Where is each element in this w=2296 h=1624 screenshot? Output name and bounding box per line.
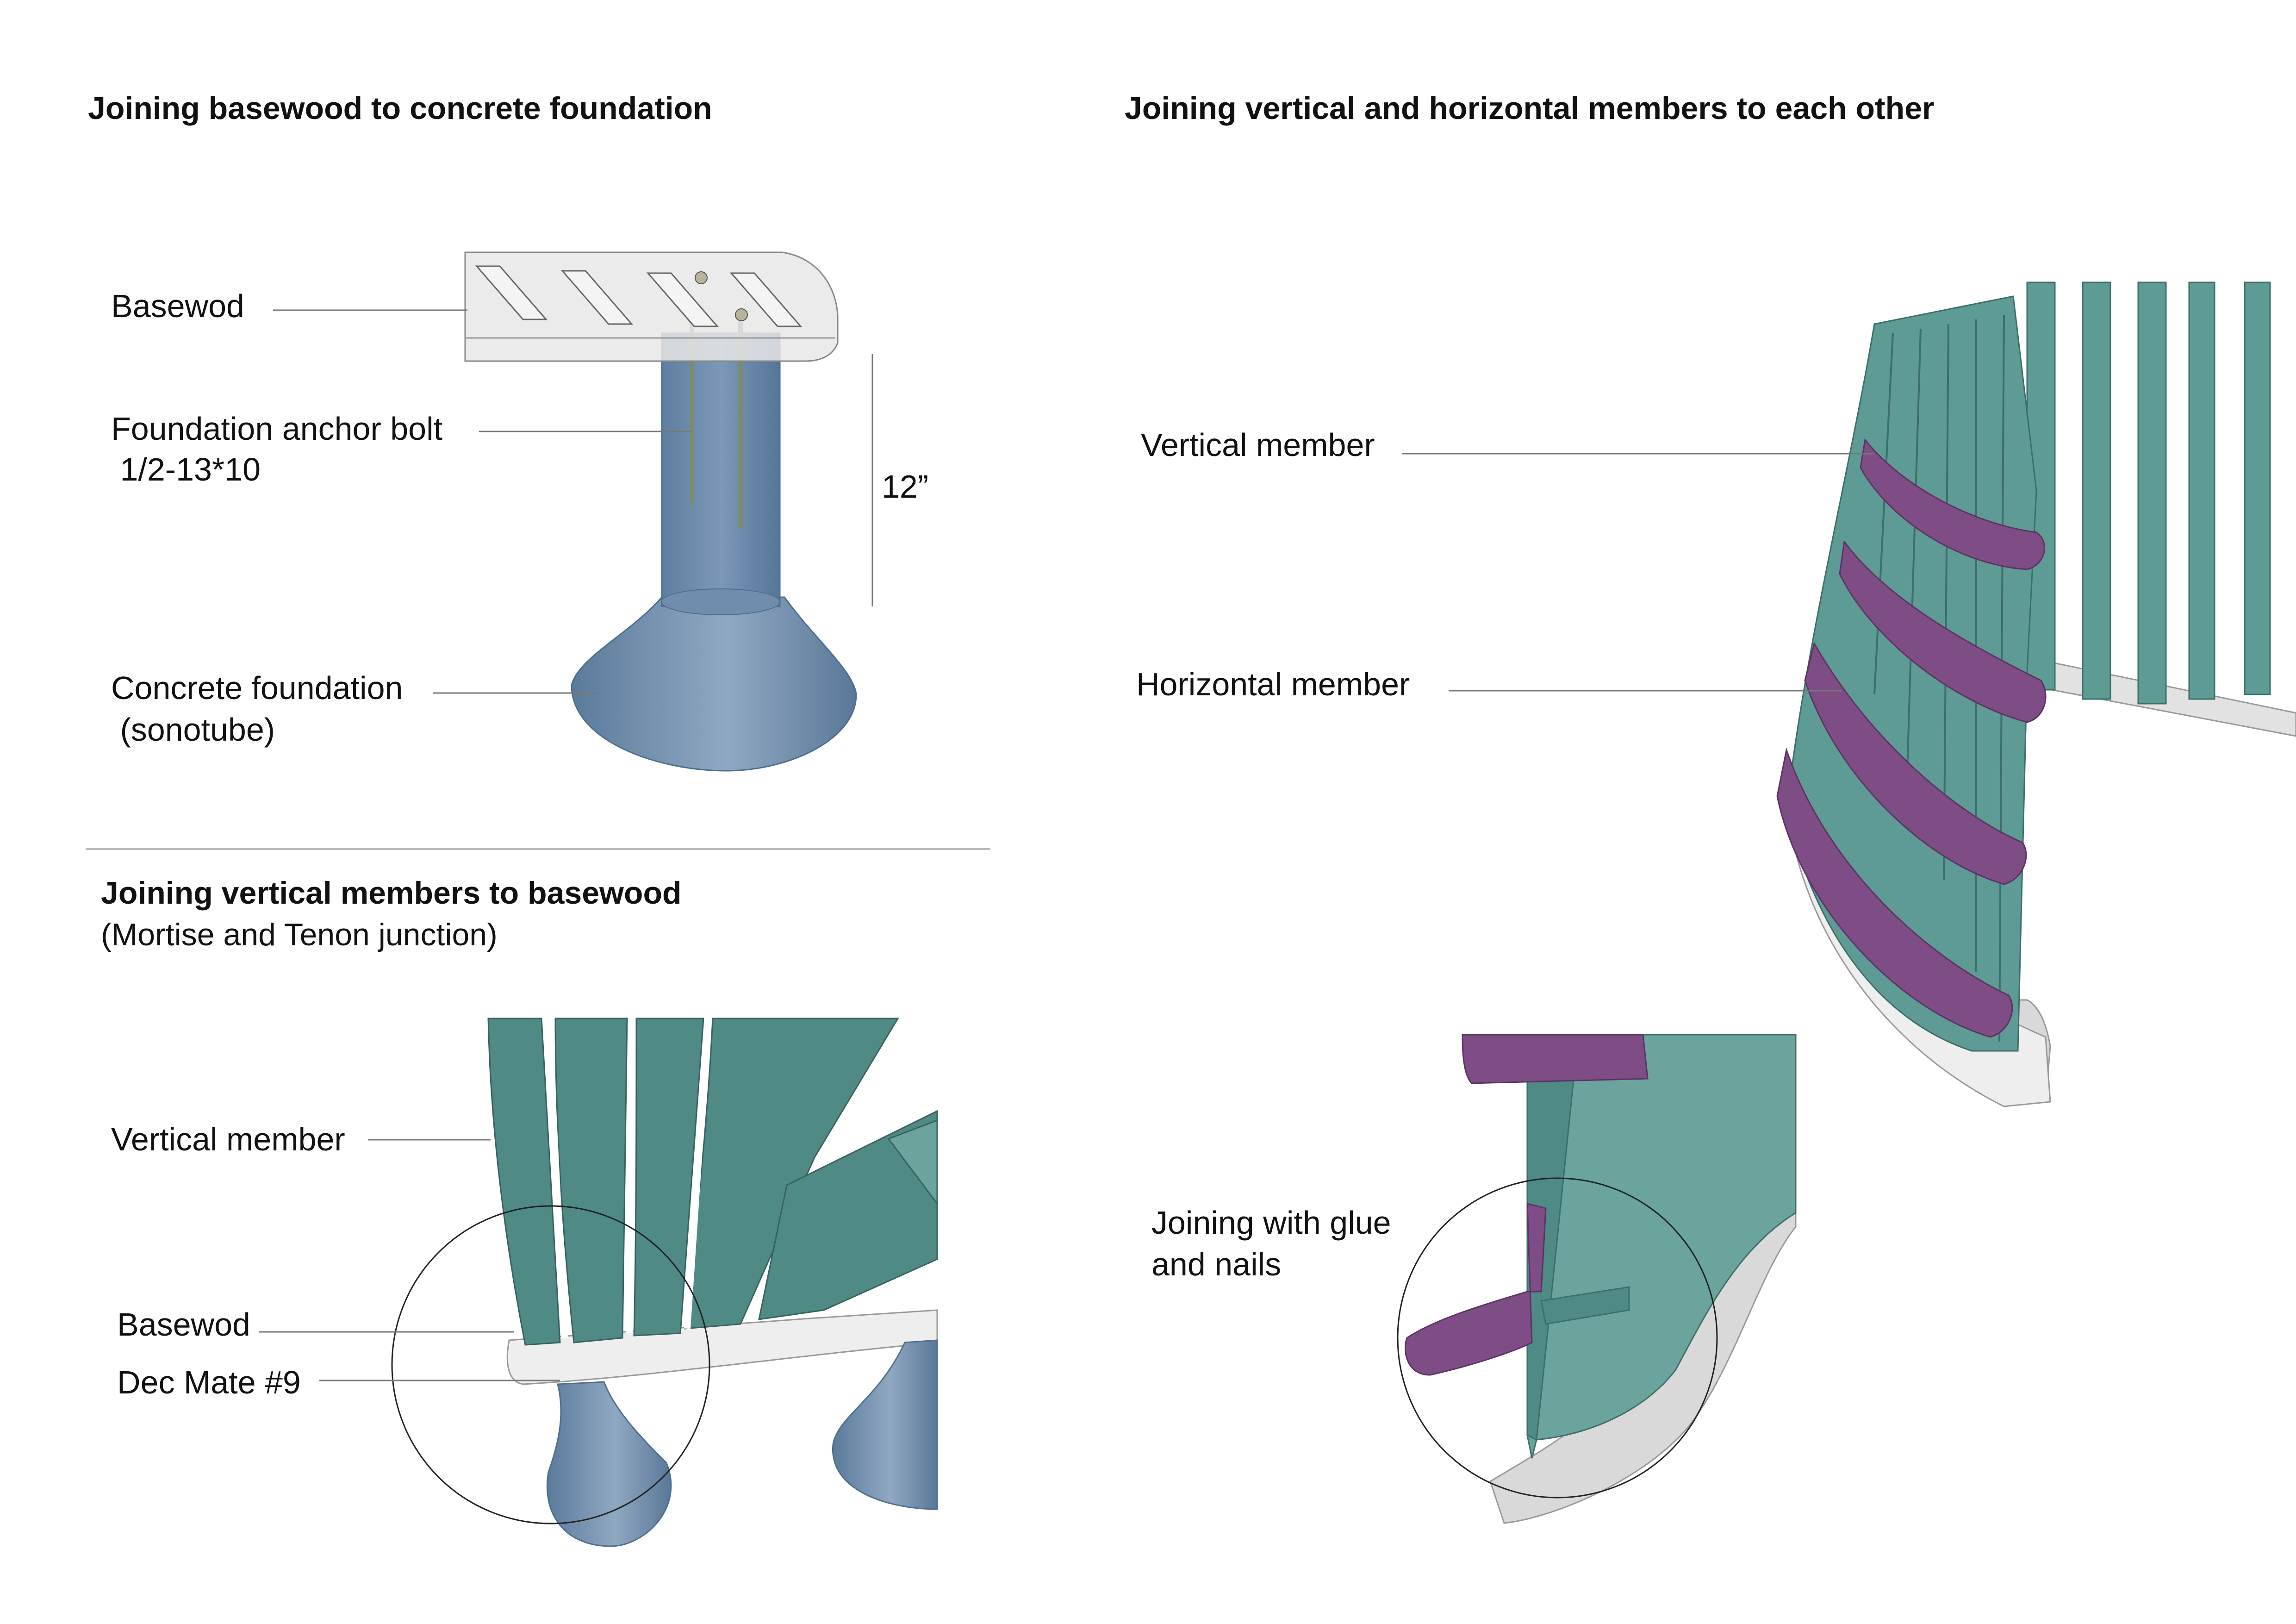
mortise-drawing: [259, 1018, 938, 1547]
vertical-members: [487, 1018, 938, 1346]
concrete-column: [661, 332, 781, 607]
concrete-cone: [571, 596, 857, 772]
label-glue: Joining with glue: [1151, 1205, 1391, 1241]
mortise-slots: [475, 265, 803, 327]
concrete-column: [832, 1339, 938, 1510]
label-basewood: Basewod: [117, 1306, 250, 1343]
label-anchor-bolt: Foundation anchor bolt: [111, 411, 443, 447]
mortise-title: Joining vertical members to basewood: [101, 875, 682, 911]
label-anchor-bolt-size: 1/2-13*10: [111, 451, 261, 487]
foundation-title: Joining basewood to concrete foundation: [88, 91, 712, 126]
label-vertical-member: Vertical member: [1141, 427, 1375, 463]
detail-circle: [391, 1205, 710, 1524]
horizontal-members: [1776, 438, 2047, 1038]
label-basewood: Basewod: [111, 288, 244, 324]
label-horizontal-member: Horizontal member: [1136, 666, 1410, 702]
label-sonotube: (sonotube): [111, 712, 275, 748]
back-vertical-members: [2026, 281, 2271, 705]
mortise-subtitle: (Mortise and Tenon junction): [101, 917, 498, 952]
label-decmate: Dec Mate #9: [117, 1364, 301, 1400]
detail-circle: [1397, 1177, 1718, 1499]
structure-drawing: [1379, 281, 2296, 1535]
foundation-drawing: [273, 251, 873, 772]
concrete-column: [546, 1381, 672, 1547]
members-title: Joining vertical and horizontal members …: [1125, 91, 1935, 126]
label-concrete: Concrete foundation: [111, 670, 403, 706]
label-nails: and nails: [1151, 1246, 1282, 1282]
label-vertical-member: Vertical member: [111, 1121, 345, 1157]
label-dimension: 12”: [882, 468, 929, 505]
vertical-member-detail: [1526, 1034, 1797, 1459]
horizontal-member-detail: [1462, 1034, 1649, 1084]
